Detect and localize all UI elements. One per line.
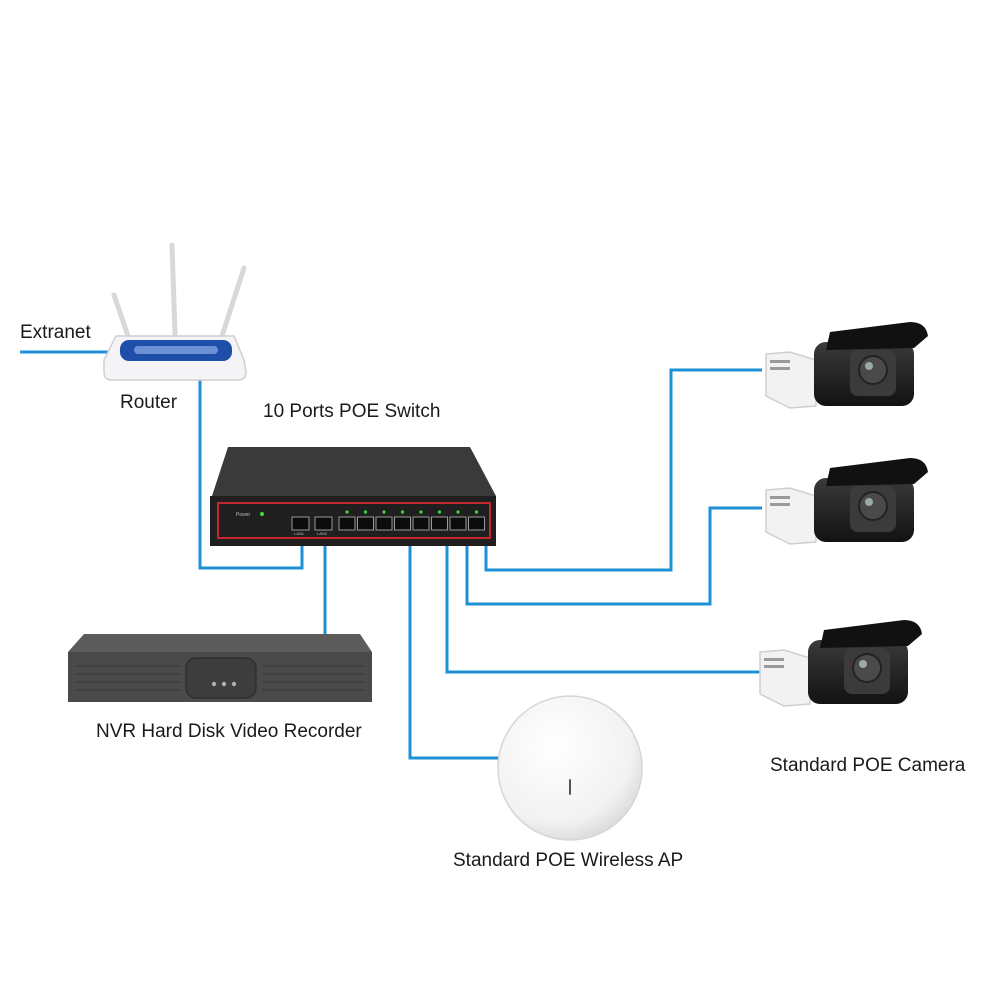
- poe-port: [394, 516, 411, 531]
- poe-port: [431, 516, 448, 531]
- nvr-led-2: [221, 681, 227, 687]
- nvr-led-1: [211, 681, 217, 687]
- camera-icon: [765, 458, 928, 545]
- poe-port: [468, 516, 485, 531]
- poe-port-led: [474, 510, 479, 514]
- extranet-label: Extranet: [20, 322, 91, 343]
- switch-label: 10 Ports POE Switch: [263, 401, 441, 422]
- ap-label: Standard POE Wireless AP: [453, 850, 684, 871]
- poe-port-led: [456, 510, 460, 514]
- poe-switch-device: [210, 447, 496, 546]
- poe-port-led: [345, 510, 349, 514]
- lan1-text: LAN1: [294, 531, 305, 536]
- poe-port-led: [419, 510, 423, 514]
- router-device: [103, 242, 247, 381]
- lan-port-2: [314, 516, 333, 531]
- camera-icon: [759, 620, 922, 707]
- router-antenna-right: [219, 265, 247, 339]
- poe-port: [375, 516, 393, 531]
- router-panel-shine: [134, 346, 218, 354]
- nvr-center-panel: [185, 657, 257, 699]
- poe-port-led: [382, 510, 386, 514]
- power-led: [260, 512, 264, 516]
- poe-port: [449, 516, 467, 531]
- poe-ports: [338, 510, 485, 531]
- nvr-label: NVR Hard Disk Video Recorder: [96, 721, 362, 742]
- camera-label: Standard POE Camera: [770, 755, 966, 776]
- switch-to-camera3-cable: [445, 540, 762, 674]
- router-to-switch-cable: [198, 378, 304, 570]
- switch-to-camera1-cable: [484, 368, 762, 572]
- router-antenna-left: [111, 292, 131, 339]
- poe-port-led: [400, 510, 405, 514]
- nvr-led-3: [231, 681, 237, 687]
- nvr-vent-lines: [76, 665, 364, 691]
- cables: [20, 350, 762, 760]
- poe-port: [338, 516, 356, 531]
- lan-port-1: [291, 516, 310, 531]
- poe-port: [412, 516, 430, 531]
- power-text: Power: [236, 512, 251, 518]
- router-antenna-middle: [169, 242, 178, 337]
- wireless-ap-device: [497, 695, 643, 841]
- switch-to-camera2-cable: [465, 506, 762, 606]
- camera-icon: [765, 322, 928, 409]
- poe-port: [357, 516, 374, 531]
- poe-port-led: [363, 510, 368, 514]
- camera-1: [765, 322, 928, 409]
- poe-port-led: [437, 510, 442, 514]
- nvr-top: [68, 634, 372, 652]
- camera-3: [759, 620, 922, 707]
- nvr-device: [68, 634, 372, 702]
- switch-front-red-frame: [217, 502, 491, 539]
- lan2-text: LAN2: [317, 531, 328, 536]
- camera-2: [765, 458, 928, 545]
- switch-top: [212, 447, 496, 496]
- router-label: Router: [120, 392, 178, 413]
- ap-disc: [497, 695, 643, 841]
- switch-to-ap-cable: [408, 540, 498, 760]
